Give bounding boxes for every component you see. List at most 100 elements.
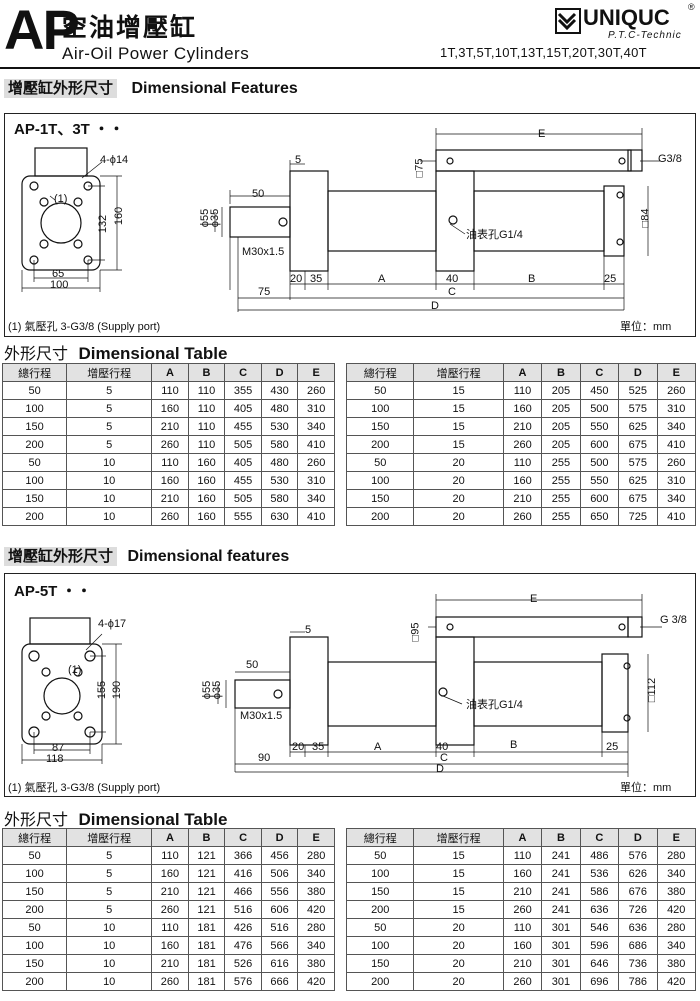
table2-title-en: Dimensional Table <box>78 810 228 829</box>
dim-190: 190 <box>111 680 124 700</box>
table-cell: 530 <box>260 417 299 436</box>
table-cell: 15 <box>413 381 504 400</box>
table-cell: 10 <box>66 918 153 937</box>
table-cell: 181 <box>187 972 226 991</box>
table-cell: 15 <box>413 882 504 901</box>
table-cell: 10 <box>66 954 153 973</box>
table-cell: 150 <box>345 489 415 508</box>
table-cell: 575 <box>618 399 658 418</box>
title-chinese: 空油增壓缸 <box>62 14 198 42</box>
column-header: A <box>151 363 189 382</box>
table-cell: 5 <box>66 399 153 418</box>
table-cell: 205 <box>541 417 581 436</box>
table-cell: 241 <box>541 846 581 865</box>
header-divider <box>0 67 700 69</box>
dim-25-1: 25 <box>604 273 617 285</box>
table-cell: 5 <box>66 864 153 883</box>
table-cell: 5 <box>66 435 153 454</box>
table-cell: 625 <box>618 417 658 436</box>
table-cell: 160 <box>151 399 189 418</box>
holes-spec-1: 4-ϕ14 <box>100 154 129 166</box>
table-cell: 100 <box>1 399 68 418</box>
table-cell: 15 <box>413 864 504 883</box>
dim-E-1: E <box>538 128 546 140</box>
flange-front-view-1 <box>21 147 122 292</box>
table-cell: 150 <box>345 954 415 973</box>
dim-5-1: 5 <box>295 154 302 166</box>
dim-35-1: 35 <box>310 273 323 285</box>
table-cell: 110 <box>502 381 543 400</box>
table-cell: 301 <box>541 954 581 973</box>
table-cell: 340 <box>656 489 696 508</box>
dim-B-2: B <box>510 739 518 751</box>
table-cell: 260 <box>151 435 189 454</box>
table-cell: 5 <box>66 417 153 436</box>
table-cell: 50 <box>1 918 68 937</box>
port-G-1: G3/8 <box>658 153 682 165</box>
section1-heading: 增壓缸外形尺寸 Dimensional Features <box>4 77 298 98</box>
table-cell: 260 <box>151 972 189 991</box>
table-cell: 210 <box>151 954 189 973</box>
table-cell: 100 <box>345 864 415 883</box>
table-cell: 110 <box>151 846 189 865</box>
table-cell: 506 <box>260 864 299 883</box>
dim-118: 118 <box>46 753 64 765</box>
title-english: Air-Oil Power Cylinders <box>62 44 250 63</box>
table-cell: 576 <box>224 972 262 991</box>
table-cell: 736 <box>618 954 658 973</box>
table-cell: 580 <box>260 489 299 508</box>
column-header: 增壓行程 <box>413 828 504 847</box>
column-header: E <box>656 828 696 847</box>
table-cell: 50 <box>345 918 415 937</box>
table-cell: 160 <box>151 471 189 490</box>
table-cell: 310 <box>297 471 335 490</box>
table-cell: 575 <box>618 453 658 472</box>
table-cell: 301 <box>541 936 581 955</box>
table-cell: 10 <box>66 936 153 955</box>
table-cell: 110 <box>502 453 543 472</box>
table-cell: 10 <box>66 453 153 472</box>
table-cell: 181 <box>187 918 226 937</box>
table-cell: 260 <box>297 381 335 400</box>
dim-90-2: 90 <box>258 752 271 764</box>
brand-logo-icon <box>555 8 581 34</box>
table-cell: 210 <box>151 417 189 436</box>
dim-50-1: 50 <box>252 188 265 200</box>
table-cell: 15 <box>413 846 504 865</box>
table-cell: 260 <box>151 507 189 526</box>
table-cell: 210 <box>502 954 543 973</box>
table-cell: 210 <box>151 882 189 901</box>
column-header: E <box>297 828 335 847</box>
tonnage-list: 1T,3T,5T,10T,13T,15T,20T,30T,40T <box>440 45 647 60</box>
table-cell: 301 <box>541 972 581 991</box>
table-cell: 260 <box>297 453 335 472</box>
table-cell: 696 <box>579 972 620 991</box>
table-cell: 260 <box>656 453 696 472</box>
table-cell: 110 <box>151 918 189 937</box>
table-cell: 626 <box>618 864 658 883</box>
table-cell: 241 <box>541 882 581 901</box>
table-cell: 536 <box>579 864 620 883</box>
table-cell: 20 <box>413 471 504 490</box>
table-cell: 160 <box>502 936 543 955</box>
table-cell: 10 <box>66 471 153 490</box>
table-cell: 15 <box>413 900 504 919</box>
table-cell: 50 <box>345 381 415 400</box>
table-cell: 200 <box>345 972 415 991</box>
table-cell: 210 <box>151 489 189 508</box>
column-header: A <box>502 828 543 847</box>
table-cell: 280 <box>656 918 696 937</box>
table-cell: 260 <box>502 507 543 526</box>
table-cell: 160 <box>187 453 226 472</box>
table-cell: 410 <box>297 435 335 454</box>
table-cell: 450 <box>579 381 620 400</box>
table-cell: 10 <box>66 507 153 526</box>
column-header: B <box>541 363 581 382</box>
